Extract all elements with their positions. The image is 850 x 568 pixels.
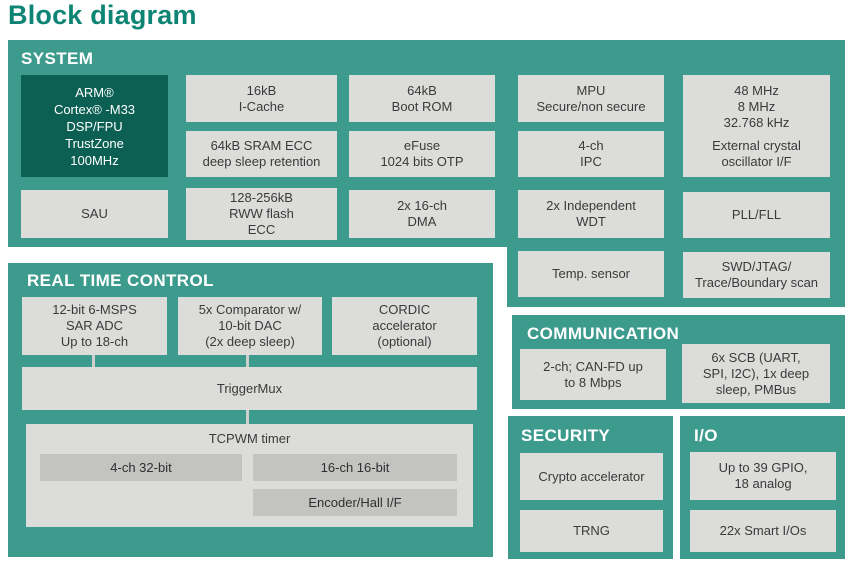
communication-label: COMMUNICATION (527, 324, 680, 343)
block-bootrom: 64kB Boot ROM (349, 75, 495, 122)
block-trng: TRNG (520, 510, 663, 552)
block-icache: 16kB I-Cache (186, 75, 337, 122)
block-sar-adc: 12-bit 6-MSPS SAR ADC Up to 18-ch (22, 297, 167, 355)
block-cordic: CORDIC accelerator (optional) (332, 297, 477, 355)
block-dma: 2x 16-ch DMA (349, 190, 495, 238)
clock-frequencies: 48 MHz 8 MHz 32.768 kHz (723, 82, 790, 130)
block-gpio: Up to 39 GPIO, 18 analog (690, 452, 836, 500)
block-crypto: Crypto accelerator (520, 453, 663, 500)
block-clocks: 48 MHz 8 MHz 32.768 kHz External crystal… (683, 75, 830, 177)
block-tcpwm-32bit: 4-ch 32-bit (40, 454, 242, 481)
block-canfd: 2-ch; CAN-FD up to 8 Mbps (520, 349, 666, 400)
block-tcpwm: TCPWM timer 4-ch 32-bit 16-ch 16-bit Enc… (26, 424, 473, 527)
block-flash: 128-256kB RWW flash ECC (186, 188, 337, 240)
block-scb: 6x SCB (UART, SPI, I2C), 1x deep sleep, … (682, 344, 830, 403)
block-efuse: eFuse 1024 bits OTP (349, 131, 495, 177)
security-label: SECURITY (521, 426, 611, 445)
tcpwm-title: TCPWM timer (208, 431, 291, 446)
connector-comparator-triggermux (246, 355, 249, 367)
connector-adc-triggermux (92, 355, 95, 367)
block-cpu-core: ARM® Cortex® -M33 DSP/FPU TrustZone 100M… (21, 75, 168, 177)
external-crystal: External crystal oscillator I/F (712, 137, 801, 169)
real-time-control-label: REAL TIME CONTROL (27, 271, 214, 290)
block-sram: 64kB SRAM ECC deep sleep retention (186, 131, 337, 177)
block-sau: SAU (21, 190, 168, 238)
page-title: Block diagram (8, 0, 197, 30)
block-triggermux: TriggerMux (22, 367, 477, 410)
block-comparator: 5x Comparator w/ 10-bit DAC (2x deep sle… (178, 297, 322, 355)
block-wdt: 2x Independent WDT (518, 190, 664, 238)
system-label: SYSTEM (21, 49, 94, 68)
block-debug: SWD/JTAG/ Trace/Boundary scan (683, 252, 830, 298)
block-ipc: 4-ch IPC (518, 131, 664, 177)
block-pll: PLL/FLL (683, 192, 830, 238)
block-mpu: MPU Secure/non secure (518, 75, 664, 122)
block-smart-io: 22x Smart I/Os (690, 510, 836, 552)
block-tcpwm-16bit: 16-ch 16-bit (253, 454, 457, 481)
block-encoder-hall: Encoder/Hall I/F (253, 489, 457, 516)
block-temp-sensor: Temp. sensor (518, 251, 664, 297)
connector-triggermux-tcpwm (246, 410, 249, 424)
io-label: I/O (694, 426, 718, 445)
